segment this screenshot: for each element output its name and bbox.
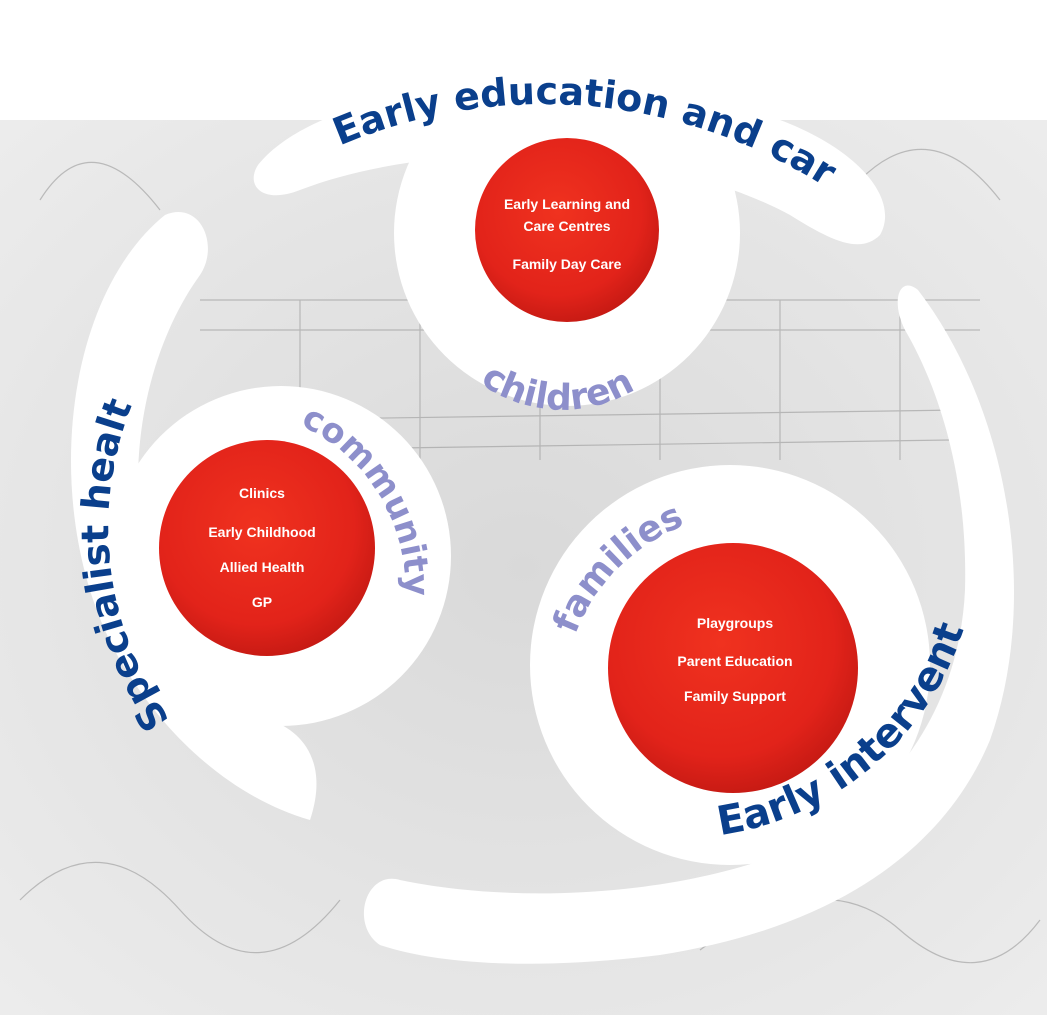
items-children: Early Learning and Care Centres Family D… [504,196,630,272]
item-text: GP [252,594,272,610]
item-text: Allied Health [220,559,305,575]
items-community: Clinics Early Childhood Allied Health GP [208,485,315,610]
item-text: Playgroups [697,615,773,631]
ring-community [111,386,451,726]
item-text: Parent Education [677,653,792,669]
item-text: Early Childhood [208,524,315,540]
circle-community [159,440,375,656]
item-text: Family Support [684,688,786,704]
band-bottom-right [363,285,1015,964]
item-text: Clinics [239,485,285,501]
circle-children [475,138,659,322]
ring-children [394,60,740,406]
circle-families [608,543,858,793]
item-text: Early Learning and [504,196,630,212]
items-families: Playgroups Parent Education Family Suppo… [677,615,792,704]
ring-families [530,465,930,865]
band-top [253,79,886,245]
item-text: Family Day Care [513,256,622,272]
item-text: Care Centres [523,218,610,234]
band-left [70,212,317,820]
